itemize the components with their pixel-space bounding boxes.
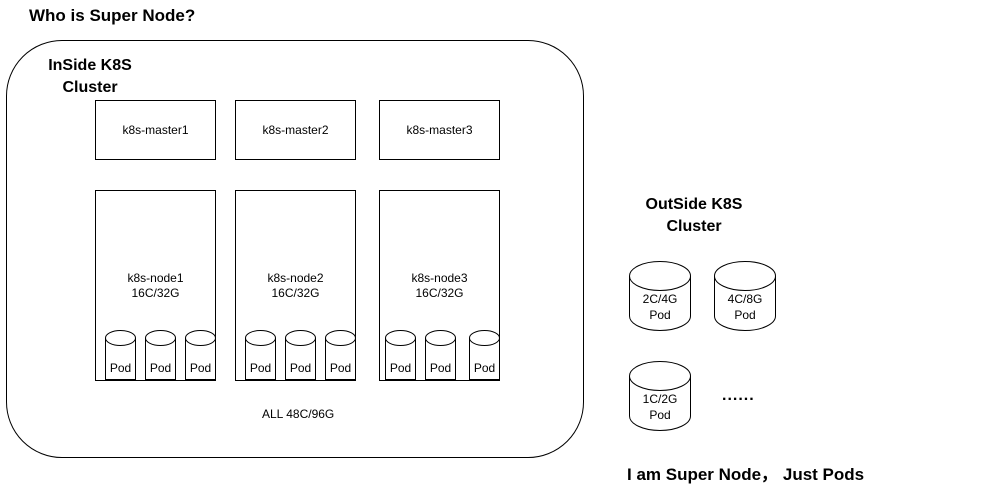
outside-cluster-heading: OutSide K8S Cluster (626, 194, 762, 238)
pod-cylinder: Pod (285, 330, 316, 380)
master-node-label: k8s-master1 (122, 123, 189, 137)
super-node-pod-cylinder: 1C/2G Pod (629, 361, 691, 431)
super-node-pod-name: Pod (649, 308, 671, 322)
worker-node-box: k8s-node1 16C/32G Pod Pod Pod (95, 190, 216, 381)
cluster-total-label: ALL 48C/96G (262, 407, 335, 421)
super-node-pod-label: 2C/4G Pod (629, 291, 691, 323)
master-node-box: k8s-master1 (95, 100, 216, 160)
inside-heading-line1: InSide K8S (48, 57, 132, 74)
pod-cylinder: Pod (325, 330, 356, 380)
worker-node-name: k8s-node2 (267, 271, 324, 285)
pod-cylinder: Pod (425, 330, 456, 380)
pod-label: Pod (329, 361, 352, 375)
inside-cluster-heading: InSide K8S Cluster (38, 55, 142, 99)
pod-cylinder: Pod (385, 330, 416, 380)
outside-heading-line2: Cluster (666, 218, 722, 235)
worker-node-label: k8s-node2 16C/32G (236, 271, 355, 301)
worker-node-spec: 16C/32G (131, 286, 180, 300)
pod-label: Pod (429, 361, 452, 375)
worker-node-box: k8s-node3 16C/32G Pod Pod Pod (379, 190, 500, 381)
inside-heading-line2: Cluster (62, 79, 118, 96)
pod-label: Pod (109, 361, 132, 375)
pod-label: Pod (389, 361, 412, 375)
pod-cylinder: Pod (185, 330, 216, 380)
super-node-pod-cylinder: 4C/8G Pod (714, 261, 776, 331)
outside-heading-line1: OutSide K8S (645, 196, 743, 213)
pod-label: Pod (149, 361, 172, 375)
worker-node-box: k8s-node2 16C/32G Pod Pod Pod (235, 190, 356, 381)
super-node-pod-cylinder: 2C/4G Pod (629, 261, 691, 331)
super-node-pod-label: 4C/8G Pod (714, 291, 776, 323)
super-node-pod-name: Pod (649, 408, 671, 422)
worker-node-name: k8s-node3 (411, 271, 468, 285)
pod-cylinder: Pod (245, 330, 276, 380)
page-title: Who is Super Node? (29, 6, 196, 25)
worker-node-spec: 16C/32G (415, 286, 464, 300)
super-node-pod-label: 1C/2G Pod (629, 391, 691, 423)
super-node-caption: I am Super Node， Just Pods (627, 465, 865, 484)
worker-node-label: k8s-node1 16C/32G (96, 271, 215, 301)
pod-label: Pod (189, 361, 212, 375)
master-node-label: k8s-master3 (406, 123, 473, 137)
worker-node-name: k8s-node1 (127, 271, 184, 285)
super-node-pod-spec: 4C/8G (727, 292, 763, 306)
worker-node-label: k8s-node3 16C/32G (380, 271, 499, 301)
master-node-box: k8s-master3 (379, 100, 500, 160)
master-node-box: k8s-master2 (235, 100, 356, 160)
super-node-pod-spec: 2C/4G (642, 292, 678, 306)
master-node-label: k8s-master2 (262, 123, 329, 137)
pod-cylinder: Pod (145, 330, 176, 380)
inside-cluster-boundary (6, 40, 584, 458)
pod-label: Pod (249, 361, 272, 375)
more-pods-ellipsis: ...... (722, 387, 755, 404)
super-node-pod-name: Pod (734, 308, 756, 322)
worker-node-spec: 16C/32G (271, 286, 320, 300)
pod-cylinder: Pod (105, 330, 136, 380)
super-node-pod-spec: 1C/2G (642, 392, 678, 406)
pod-cylinder: Pod (469, 330, 500, 380)
pod-label: Pod (473, 361, 496, 375)
pod-label: Pod (289, 361, 312, 375)
